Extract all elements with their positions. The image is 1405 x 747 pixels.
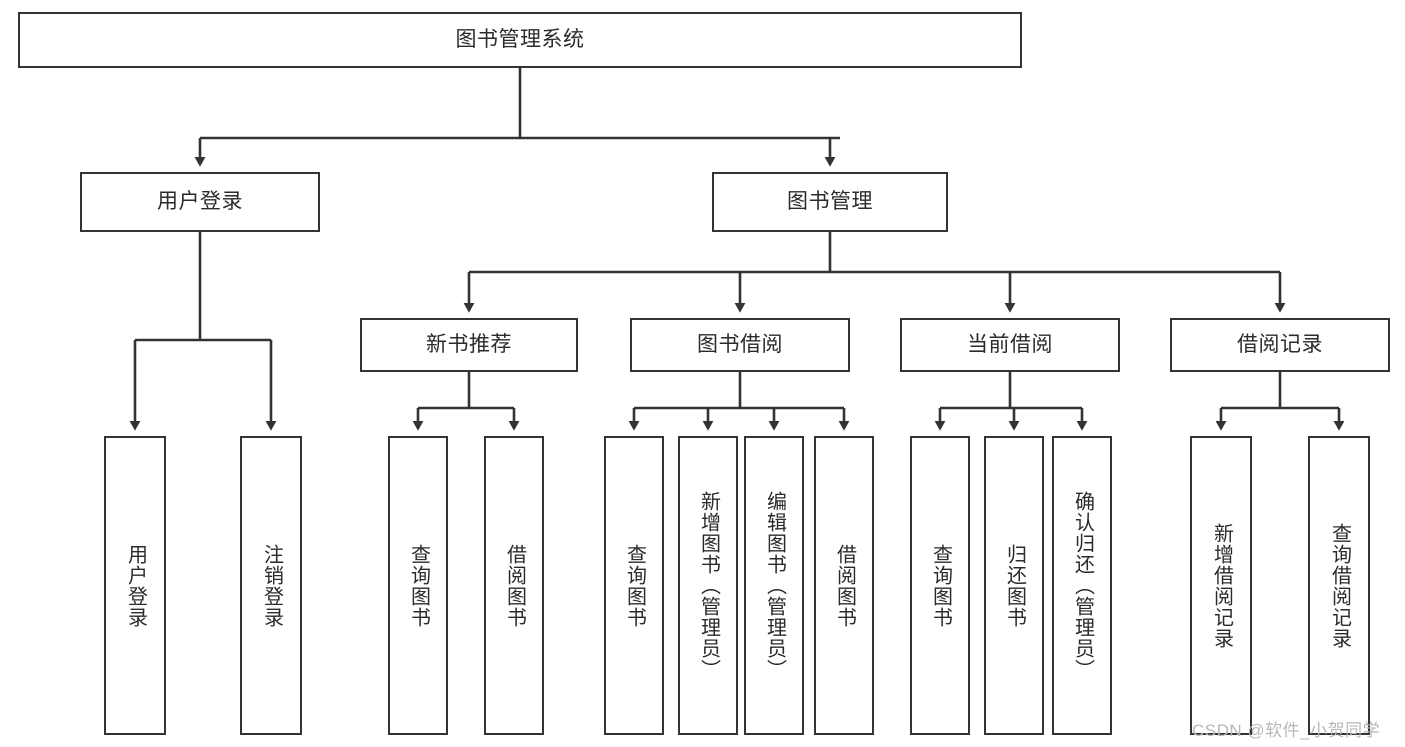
node-book-borrow-label: 图书借阅 <box>697 332 783 356</box>
node-leaf-logout-login[interactable]: 注销登录 <box>240 436 302 735</box>
node-book-manage-label: 图书管理 <box>787 189 873 213</box>
node-leaf-borrow-book-2[interactable]: 借阅图书 <box>814 436 874 735</box>
node-leaf-query-book-2[interactable]: 查询图书 <box>604 436 664 735</box>
node-new-book-recommend[interactable]: 新书推荐 <box>360 318 578 372</box>
node-user-login-label: 用户登录 <box>157 189 243 213</box>
node-leaf-query-record-label: 查询借阅记录 <box>1328 522 1351 649</box>
node-leaf-return-book[interactable]: 归还图书 <box>984 436 1044 735</box>
node-borrow-record-label: 借阅记录 <box>1237 332 1323 356</box>
node-leaf-query-book-3-label: 查询图书 <box>929 543 952 628</box>
node-leaf-borrow-book-2-label: 借阅图书 <box>833 543 856 628</box>
node-leaf-borrow-book-1-label: 借阅图书 <box>503 543 526 628</box>
node-leaf-edit-book[interactable]: 编辑图书（管理员） <box>744 436 804 735</box>
csdn-watermark: CSDN @软件_小贺同学 <box>1192 721 1381 740</box>
node-leaf-edit-book-label: 编辑图书（管理员） <box>763 491 786 680</box>
node-leaf-return-book-label: 归还图书 <box>1003 543 1026 628</box>
node-leaf-query-book-1[interactable]: 查询图书 <box>388 436 448 735</box>
node-user-login[interactable]: 用户登录 <box>80 172 320 232</box>
node-leaf-user-login-label: 用户登录 <box>124 543 147 628</box>
node-new-book-recommend-label: 新书推荐 <box>426 332 512 356</box>
node-leaf-query-book-1-label: 查询图书 <box>407 543 430 628</box>
node-root[interactable]: 图书管理系统 <box>18 12 1022 68</box>
node-leaf-user-login[interactable]: 用户登录 <box>104 436 166 735</box>
node-borrow-record[interactable]: 借阅记录 <box>1170 318 1390 372</box>
node-leaf-add-record[interactable]: 新增借阅记录 <box>1190 436 1252 735</box>
node-leaf-query-book-3[interactable]: 查询图书 <box>910 436 970 735</box>
node-leaf-add-record-label: 新增借阅记录 <box>1210 522 1233 649</box>
node-leaf-confirm-return[interactable]: 确认归还（管理员） <box>1052 436 1112 735</box>
node-book-manage[interactable]: 图书管理 <box>712 172 948 232</box>
node-leaf-confirm-return-label: 确认归还（管理员） <box>1071 491 1094 680</box>
node-leaf-logout-login-label: 注销登录 <box>260 543 283 628</box>
node-leaf-add-book[interactable]: 新增图书（管理员） <box>678 436 738 735</box>
node-book-borrow[interactable]: 图书借阅 <box>630 318 850 372</box>
node-root-label: 图书管理系统 <box>455 27 585 51</box>
node-leaf-add-book-label: 新增图书（管理员） <box>697 491 720 680</box>
node-leaf-query-book-2-label: 查询图书 <box>623 543 646 628</box>
node-leaf-query-record[interactable]: 查询借阅记录 <box>1308 436 1370 735</box>
node-current-borrow[interactable]: 当前借阅 <box>900 318 1120 372</box>
node-current-borrow-label: 当前借阅 <box>967 332 1053 356</box>
node-leaf-borrow-book-1[interactable]: 借阅图书 <box>484 436 544 735</box>
